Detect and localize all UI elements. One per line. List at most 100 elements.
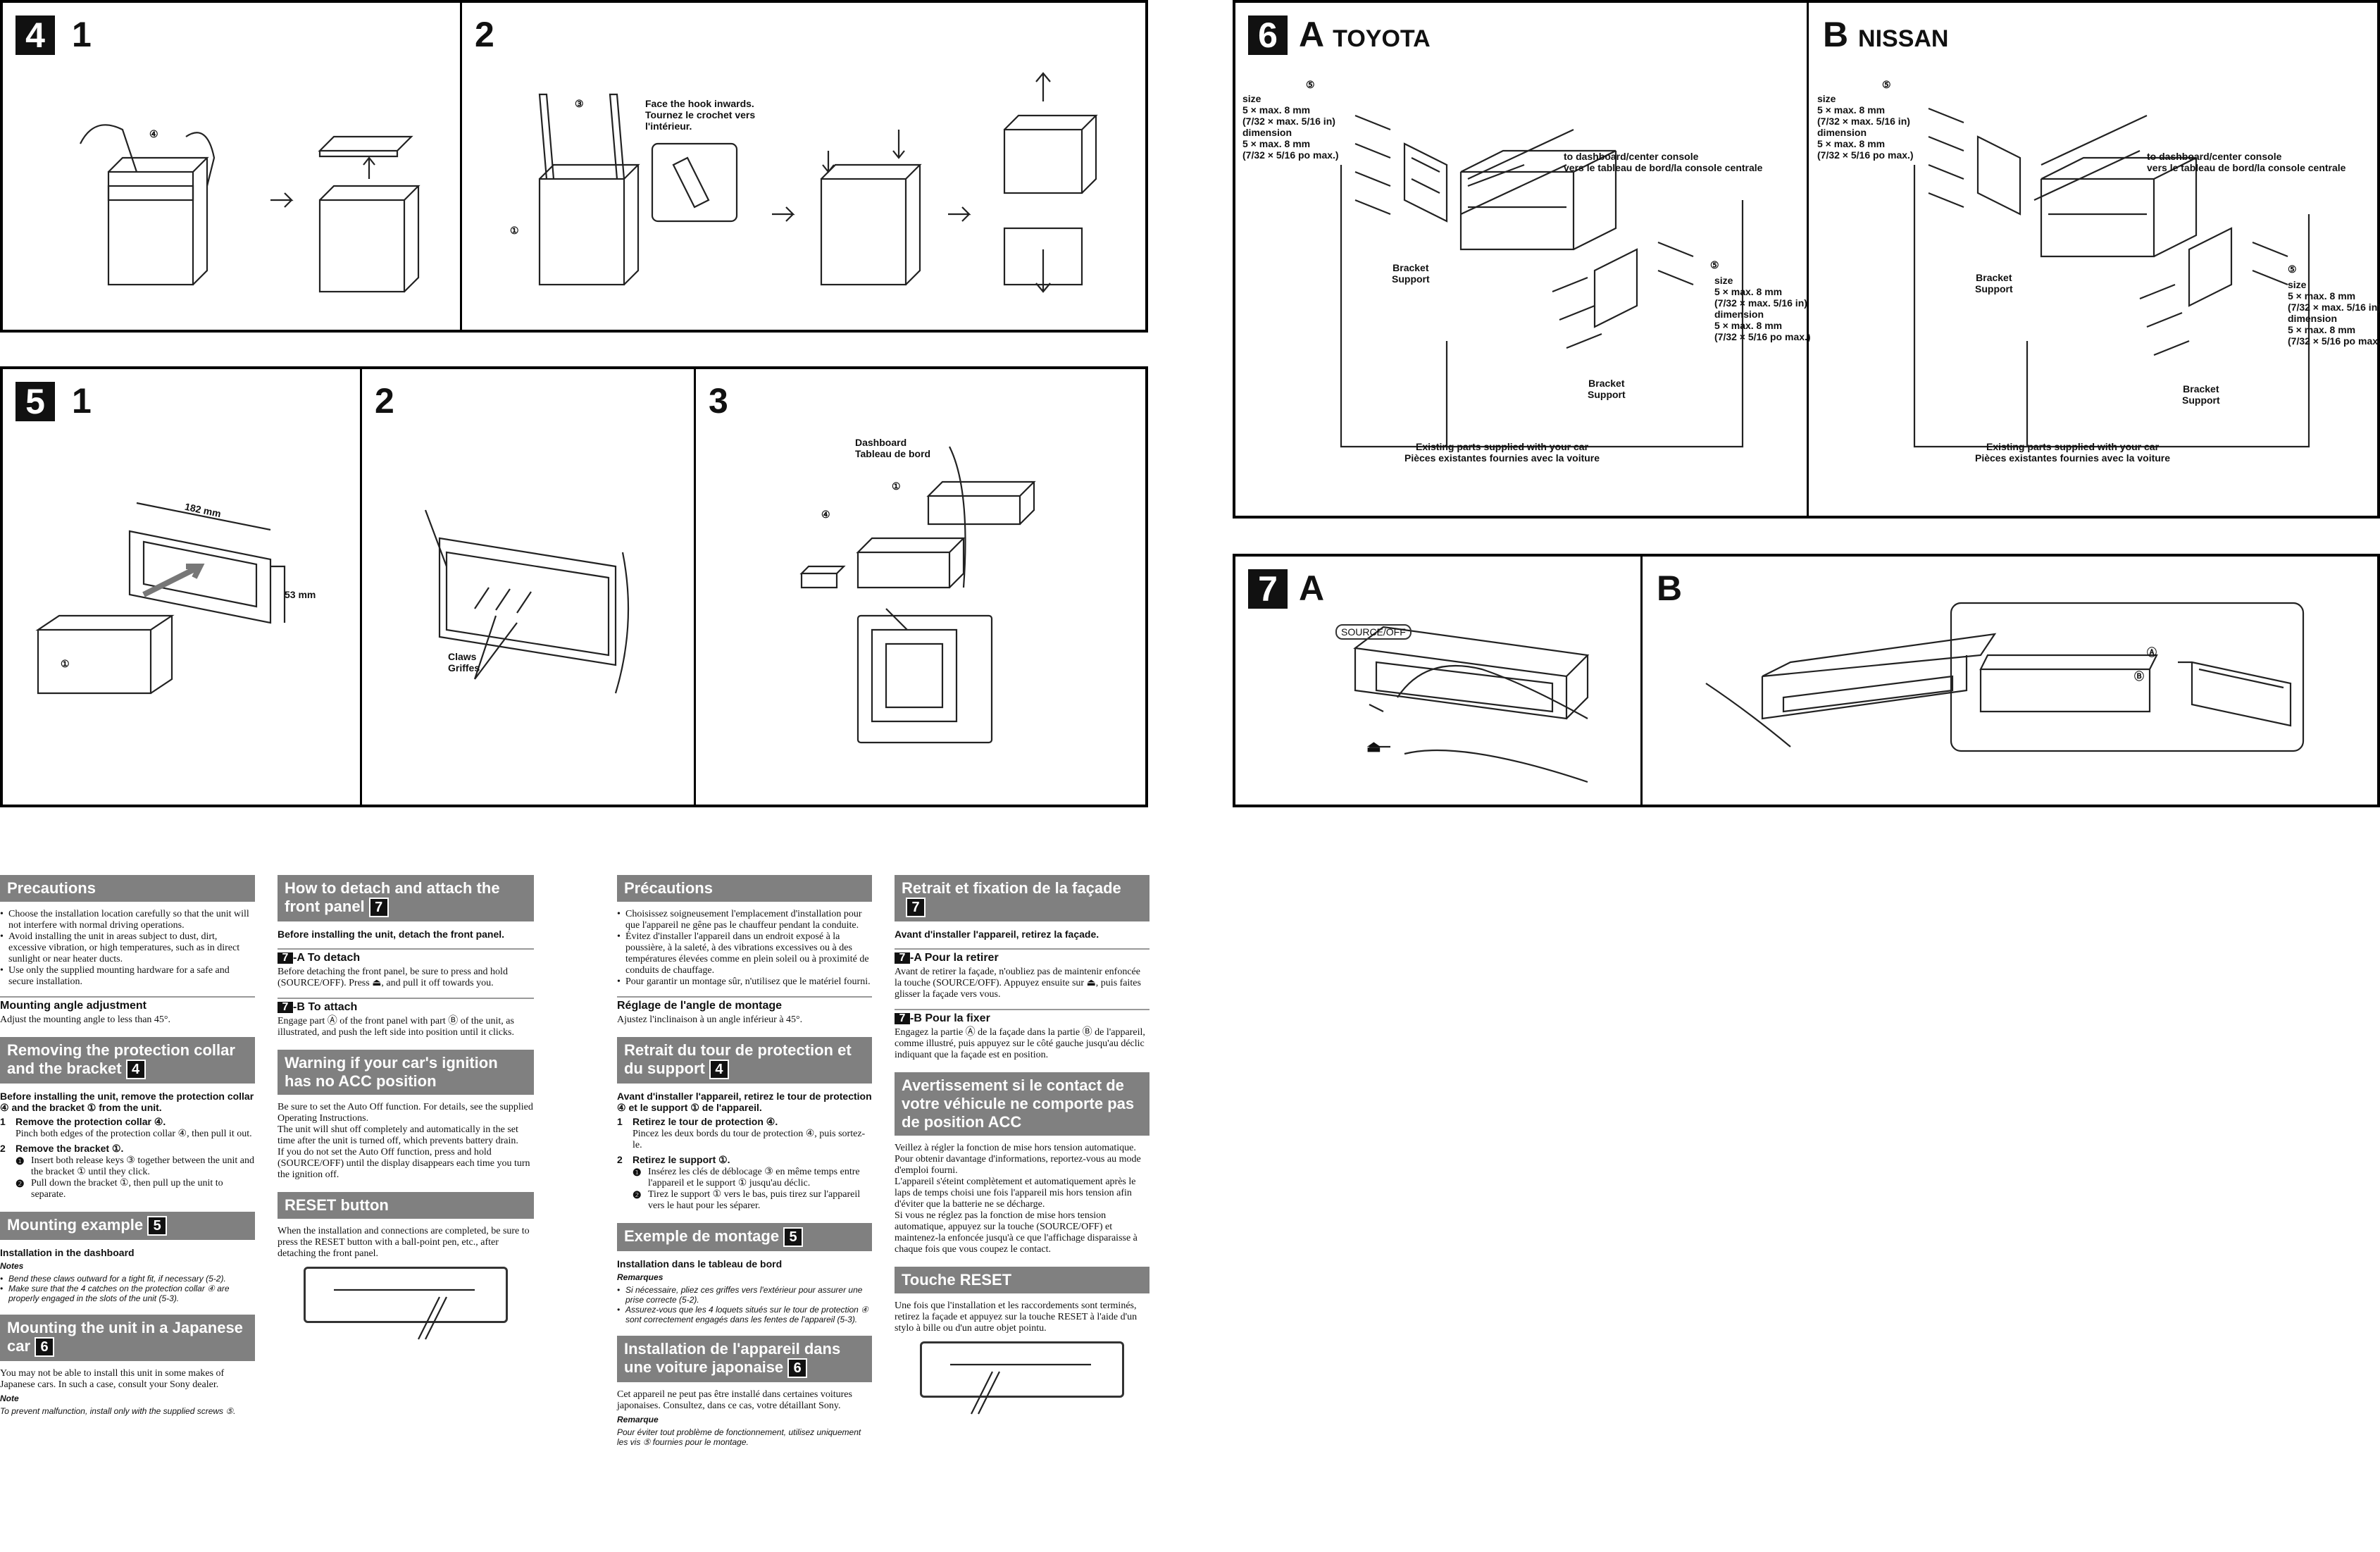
- toyota-heading: A TOYOTA: [1299, 14, 1431, 55]
- remove-intro: Before installing the unit, remove the p…: [0, 1091, 254, 1113]
- section-5-step-2: 2 Claws Griffes: [362, 369, 696, 805]
- section-7-badge: 7: [1248, 569, 1288, 609]
- list-item: Assurez-vous que les 4 loquets situés su…: [617, 1305, 872, 1324]
- section-7-b-letter: B: [1657, 569, 1683, 608]
- step-title: Retirez le tour de protection ④.: [633, 1116, 778, 1127]
- step-number: 2: [375, 381, 394, 421]
- section-4-step-2: 2 Face the hook inwards. Tournez le croc…: [462, 3, 1148, 330]
- notes-label: Remarques: [617, 1272, 663, 1282]
- japan-text: You may not be able to install this unit…: [0, 1368, 225, 1390]
- section-4-step-1: 4 1 ④: [3, 3, 462, 330]
- section-6-toyota: 6 A TOYOTA size 5 × max. 8 mm (7/32 × ma…: [1235, 3, 1811, 516]
- section-5-badge: 5: [15, 382, 55, 421]
- substep-text: Pull down the bracket ①, then pull up th…: [31, 1178, 223, 1200]
- step-number: 3: [709, 381, 728, 421]
- attach-subheading: 7-B To attach: [278, 998, 534, 1013]
- nissan-brand: NISSAN: [1858, 25, 1949, 52]
- list-item: Évitez d'installer l'appareil dans un en…: [617, 931, 872, 976]
- precautions-heading: Précautions: [617, 875, 872, 902]
- dimension-height: 53 mm: [285, 589, 316, 600]
- warning-heading: Warning if your car's ignition has no AC…: [278, 1050, 534, 1095]
- english-column-2: How to detach and attach the front panel…: [278, 875, 534, 1340]
- list-item: Choisissez soigneusement l'emplacement d…: [617, 909, 872, 931]
- section-5-step-1: 5 1 182 mm 53 mm ①: [3, 369, 362, 805]
- section-ref-badge: 4: [125, 1060, 146, 1079]
- section-6-panel: 6 A TOYOTA size 5 × max. 8 mm (7/32 × ma…: [1233, 0, 2380, 519]
- angle-heading: Réglage de l'angle de montage: [617, 996, 872, 1012]
- list-item: Si nécessaire, pliez ces griffes vers l'…: [617, 1285, 872, 1305]
- attach-text: Engagez la partie Ⓐ de la façade dans la…: [895, 1027, 1145, 1060]
- detach-heading: How to detach and attach the front panel…: [278, 875, 534, 921]
- source-off-button-label[interactable]: SOURCE/OFF: [1335, 624, 1412, 640]
- dashboard-opening-illustration: [35, 502, 286, 695]
- reset-text: Une fois que l'installation et les racco…: [895, 1300, 1138, 1334]
- section-5-panel: 5 1 182 mm 53 mm ① 2 Claws Griffes 3: [0, 366, 1148, 807]
- detach-subheading: 7-A To detach: [278, 948, 534, 964]
- callout-collar: ④: [149, 128, 158, 139]
- detach-text: Before detaching the front panel, be sur…: [278, 967, 508, 988]
- section-6-badge: 6: [1248, 15, 1288, 55]
- detach-panel-illustration: [1353, 626, 1590, 783]
- list-item: Choose the installation location careful…: [0, 909, 255, 931]
- dashboard-direction-label: to dashboard/center console vers le tabl…: [2147, 151, 2346, 173]
- warning-heading: Avertissement si le contact de votre véh…: [895, 1072, 1149, 1136]
- substep-number: ❷: [633, 1189, 642, 1200]
- screw-callout: ⑤: [1306, 79, 1315, 90]
- claws-label: Claws Griffes: [448, 651, 480, 673]
- mount-subheading: Installation in the dashboard: [0, 1247, 135, 1258]
- french-column-2: Retrait et fixation de la façade7 Avant …: [895, 875, 1149, 1415]
- step-title: Remove the bracket ①.: [15, 1143, 124, 1154]
- precautions-list: Choisissez soigneusement l'emplacement d…: [617, 909, 872, 988]
- attach-panel-illustration: [1705, 602, 2305, 752]
- step-number: 2: [617, 1154, 623, 1165]
- french-column-1: Précautions Choisissez soigneusement l'e…: [617, 875, 872, 1450]
- step-number: 1: [72, 15, 92, 54]
- section-ref-badge: 7: [278, 1002, 293, 1013]
- section-ref-badge: 5: [783, 1227, 804, 1247]
- reset-heading: RESET button: [278, 1192, 534, 1219]
- section-7-attach: B Ⓐ Ⓑ: [1643, 557, 2380, 805]
- remove-heading: Removing the protection collar and the b…: [0, 1037, 255, 1084]
- bracket-label: Bracket Support: [1392, 262, 1430, 285]
- angle-text: Ajustez l'inclinaison à un angle inférie…: [617, 1014, 803, 1025]
- mount-subheading: Installation dans le tableau de bord: [617, 1258, 783, 1269]
- section-ref-badge: 7: [906, 898, 926, 917]
- bracket-label: Bracket Support: [1975, 272, 2013, 294]
- notes-list: Si nécessaire, pliez ces griffes vers l'…: [617, 1285, 872, 1324]
- section-ref-badge: 7: [895, 952, 910, 964]
- eject-icon[interactable]: ⏏: [1366, 738, 1381, 755]
- collar-fit-illustration: [799, 446, 1036, 744]
- notes-label: Notes: [0, 1261, 24, 1271]
- step-number: 1: [72, 381, 92, 421]
- claws-illustration: [424, 509, 630, 694]
- attach-text: Engage part Ⓐ of the front panel with pa…: [278, 1016, 514, 1038]
- japan-text: Cet appareil ne peut pas être installé d…: [617, 1389, 852, 1411]
- section-6-nissan: B NISSAN size 5 × max. 8 mm (7/32 × max.…: [1809, 3, 2380, 516]
- section-7-detach: 7 A SOURCE/OFF ⏏: [1235, 557, 1643, 805]
- callout-bracket: ①: [61, 658, 70, 669]
- screw-size-text: size 5 × max. 8 mm (7/32 × max. 5/16 in)…: [2288, 279, 2380, 347]
- detach-intro: Before installing the unit, detach the f…: [278, 929, 505, 940]
- remove-intro: Avant d'installer l'appareil, retirez le…: [617, 1091, 872, 1113]
- warning-text: Be sure to set the Auto Off function. Fo…: [278, 1102, 533, 1180]
- japan-note: To prevent malfunction, install only wit…: [0, 1406, 236, 1416]
- list-item: Pour garantir un montage sûr, n'utilisez…: [617, 976, 872, 988]
- angle-text: Adjust the mounting angle to less than 4…: [0, 1014, 171, 1025]
- reset-heading: Touche RESET: [895, 1267, 1149, 1293]
- section-7-a-letter: A: [1299, 569, 1325, 608]
- section-4-panel: 4 1 ④ 2 Face the hook inwards. Tournez: [0, 0, 1148, 333]
- section-4-badge: 4: [15, 15, 55, 55]
- collar-removal-illustration: [80, 124, 420, 293]
- section-ref-badge: 5: [147, 1216, 168, 1236]
- screw-size-text: size 5 × max. 8 mm (7/32 × max. 5/16 in)…: [1714, 275, 1811, 342]
- detach-text: Avant de retirer la façade, n'oubliez pa…: [895, 967, 1141, 1000]
- angle-heading: Mounting angle adjustment: [0, 996, 255, 1012]
- existing-parts-label: Existing parts supplied with your car Pi…: [1404, 441, 1600, 464]
